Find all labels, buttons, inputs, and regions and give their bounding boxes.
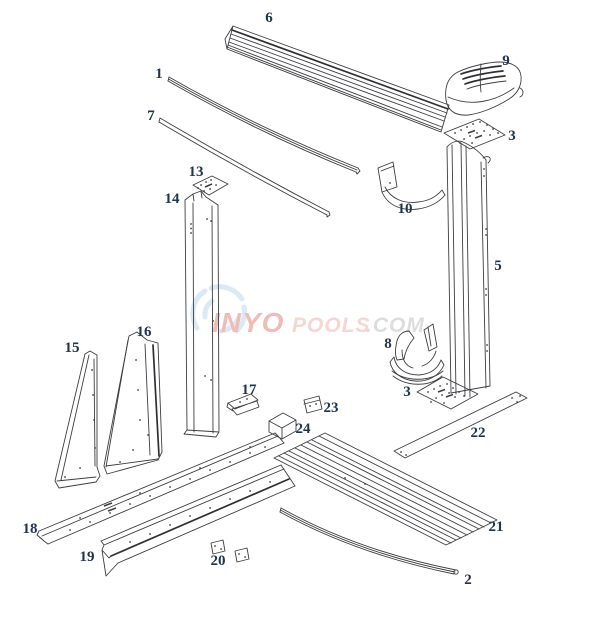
part-box bbox=[268, 412, 297, 440]
part-label-7: 7 bbox=[147, 108, 155, 124]
part-label-19: 19 bbox=[80, 549, 95, 565]
part-small-bracket bbox=[226, 393, 260, 416]
part-labels: 1 7 6 9 3 13 14 10 5 8 3 22 15 16 17 23 … bbox=[23, 10, 516, 588]
part-bottom-track bbox=[279, 507, 459, 575]
part-upright-post bbox=[183, 190, 220, 438]
part-bottom-plate bbox=[416, 376, 479, 410]
part-label-23: 23 bbox=[324, 400, 339, 416]
part-label-8: 8 bbox=[384, 336, 392, 352]
part-upright-boot bbox=[389, 323, 445, 385]
part-transition-bracket bbox=[377, 161, 446, 210]
watermark-brand-primary: INYO bbox=[212, 307, 284, 338]
part-label-13: 13 bbox=[189, 164, 204, 180]
part-top-rail bbox=[167, 76, 361, 175]
part-label-6: 6 bbox=[265, 10, 273, 26]
part-label-16: 16 bbox=[137, 324, 153, 340]
part-label-5: 5 bbox=[494, 258, 502, 274]
part-label-17: 17 bbox=[242, 382, 258, 398]
part-angled-brace-left bbox=[54, 350, 101, 489]
part-label-3-bottom: 3 bbox=[403, 384, 411, 400]
part-bottom-strap bbox=[393, 391, 528, 459]
watermark-brand-secondary: POOLS bbox=[292, 314, 371, 337]
part-top-plate bbox=[443, 118, 506, 150]
part-label-15: 15 bbox=[65, 340, 80, 356]
part-top-cap bbox=[445, 61, 524, 116]
part-label-18: 18 bbox=[23, 521, 38, 537]
part-label-20: 20 bbox=[211, 553, 226, 569]
part-label-2: 2 bbox=[464, 572, 472, 588]
part-label-14: 14 bbox=[165, 191, 181, 207]
part-upright-column bbox=[446, 140, 491, 398]
part-label-9: 9 bbox=[502, 53, 510, 69]
part-plates-pair bbox=[210, 539, 250, 563]
watermark-brand-suffix: .COM bbox=[366, 314, 425, 337]
part-label-21: 21 bbox=[489, 519, 504, 535]
part-label-3-top: 3 bbox=[508, 128, 516, 144]
part-label-24: 24 bbox=[296, 421, 312, 437]
part-label-10: 10 bbox=[398, 201, 413, 217]
part-small-plate bbox=[303, 395, 323, 414]
part-bottom-rail-upper bbox=[36, 432, 285, 545]
part-wall-panel bbox=[273, 432, 498, 546]
part-bottom-rail-lower bbox=[100, 464, 296, 577]
part-angled-brace-right bbox=[103, 331, 163, 475]
watermark: INYO POOLS .COM bbox=[190, 284, 425, 338]
part-stabilizer-rail bbox=[158, 117, 331, 218]
part-upright-top-plate bbox=[192, 175, 229, 196]
part-label-1: 1 bbox=[155, 66, 163, 82]
part-top-ledge bbox=[224, 25, 450, 133]
part-label-22: 22 bbox=[471, 425, 486, 441]
